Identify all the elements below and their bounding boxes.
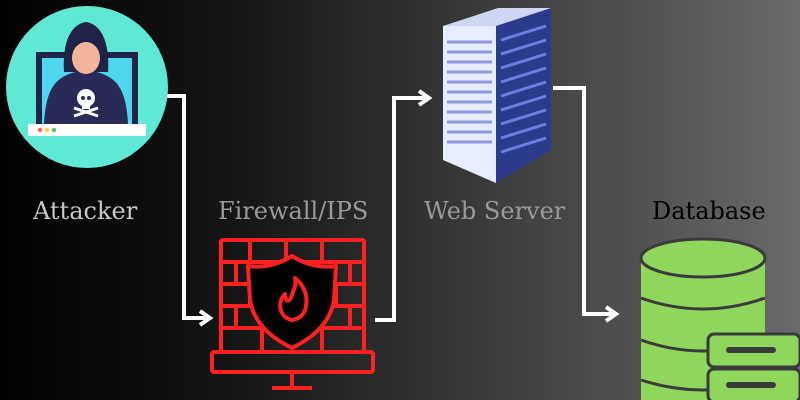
attacker-label: Attacker <box>33 197 138 225</box>
arrow-server-to-database <box>553 86 620 323</box>
firewall-shield-icon <box>210 238 375 390</box>
database-cylinder-icon <box>639 237 800 400</box>
web-server-label: Web Server <box>424 197 566 225</box>
server-rack-icon <box>443 8 551 183</box>
hacker-laptop-icon <box>6 6 168 168</box>
arrow-firewall-to-server <box>375 89 433 322</box>
firewall-label: Firewall/IPS <box>218 197 369 225</box>
arrow-attacker-to-firewall <box>167 94 214 327</box>
database-label: Database <box>652 197 766 225</box>
